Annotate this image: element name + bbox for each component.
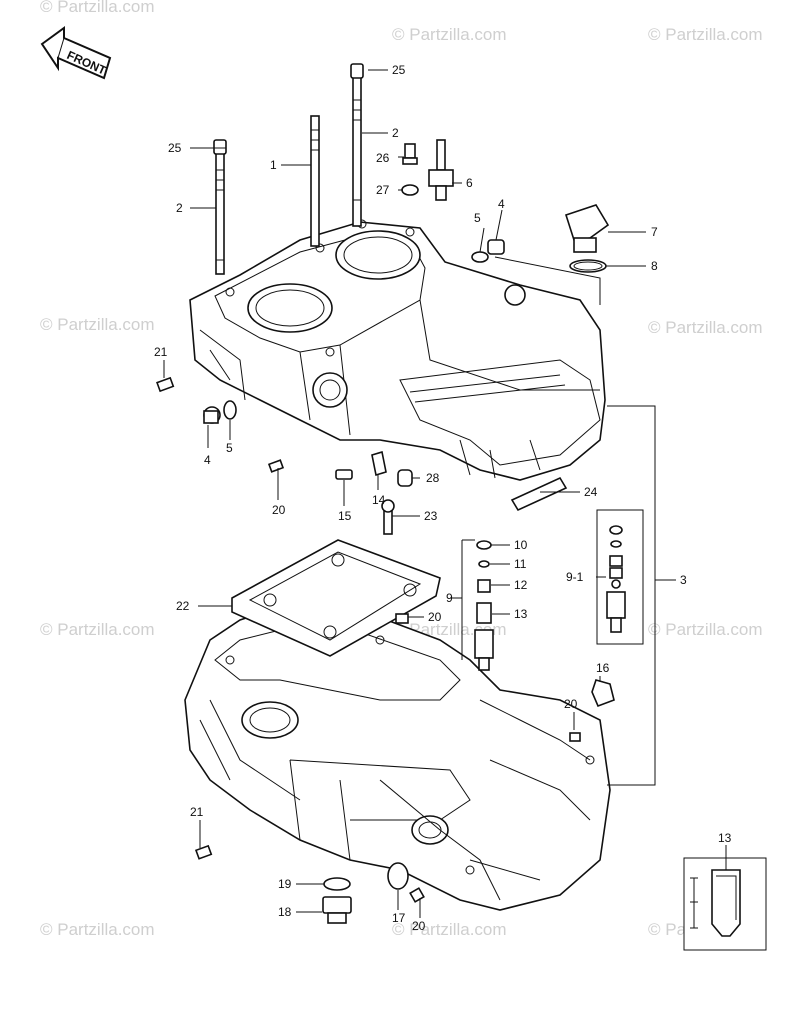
watermark: © Partzilla.com	[648, 620, 763, 639]
lower-small-parts	[194, 613, 615, 924]
callout: 22	[176, 599, 190, 613]
callout: 4	[498, 197, 505, 211]
callout: 12	[514, 578, 528, 592]
callout: 16	[596, 661, 610, 675]
callout: 21	[154, 345, 168, 359]
detail-box-13	[683, 845, 767, 951]
callout: 25	[392, 63, 406, 77]
callout: 1	[270, 158, 277, 172]
callout: 6	[466, 176, 473, 190]
callout: 20	[564, 697, 578, 711]
callout: 10	[514, 538, 528, 552]
callout: 18	[278, 905, 292, 919]
watermark: © Partzilla.com	[392, 920, 507, 939]
callout: 17	[392, 911, 406, 925]
callout: 2	[176, 201, 183, 215]
watermark: © Partzilla.com	[40, 920, 155, 939]
callout: 15	[338, 509, 352, 523]
callout: 4	[204, 453, 211, 467]
watermark: © Partzilla.com	[40, 315, 155, 334]
upper-crankcase	[189, 219, 606, 481]
callout-labels: 25 2 1 25 2 26 27 6 5 4 7 8 21 4 5 20 15…	[154, 63, 732, 933]
callout: 20	[412, 919, 426, 933]
relief-valve-parts	[474, 540, 494, 671]
callout: 11	[514, 557, 527, 571]
callout: 3	[680, 573, 687, 587]
callout: 14	[372, 493, 386, 507]
callout: 20	[428, 610, 442, 624]
callout: 5	[226, 441, 233, 455]
watermark: © Partzilla.com	[648, 25, 763, 44]
callout: 24	[584, 485, 598, 499]
callout: 2	[392, 126, 399, 140]
callout: 28	[426, 471, 440, 485]
lower-crankcase	[184, 599, 611, 911]
front-arrow-icon: FRONT	[40, 26, 112, 80]
callout: 19	[278, 877, 292, 891]
watermark: © Partzilla.com	[648, 318, 763, 337]
callout: 9-1	[566, 570, 584, 584]
callout-bracket-3	[607, 405, 676, 786]
callout: 23	[424, 509, 438, 523]
plugs-upper	[156, 204, 610, 535]
stud-bolts	[213, 63, 364, 275]
relief-valve-detail	[596, 509, 644, 645]
callout: 13	[718, 831, 732, 845]
watermark: © Partzilla.com	[40, 620, 155, 639]
watermark: © Partzilla.com	[40, 0, 155, 16]
oil-pressure-switch	[401, 139, 454, 201]
oil-pan-gasket	[231, 539, 441, 657]
callout: 27	[376, 183, 390, 197]
callout: 21	[190, 805, 204, 819]
leader-lines	[163, 69, 646, 918]
callout: 25	[168, 141, 182, 155]
callout: 9	[446, 591, 453, 605]
watermark: © Partzilla.com	[392, 25, 507, 44]
callout: 8	[651, 259, 658, 273]
callout: 20	[272, 503, 286, 517]
callout: 26	[376, 151, 390, 165]
callout: 5	[474, 211, 481, 225]
callout: 7	[651, 225, 658, 239]
callout: 13	[514, 607, 528, 621]
